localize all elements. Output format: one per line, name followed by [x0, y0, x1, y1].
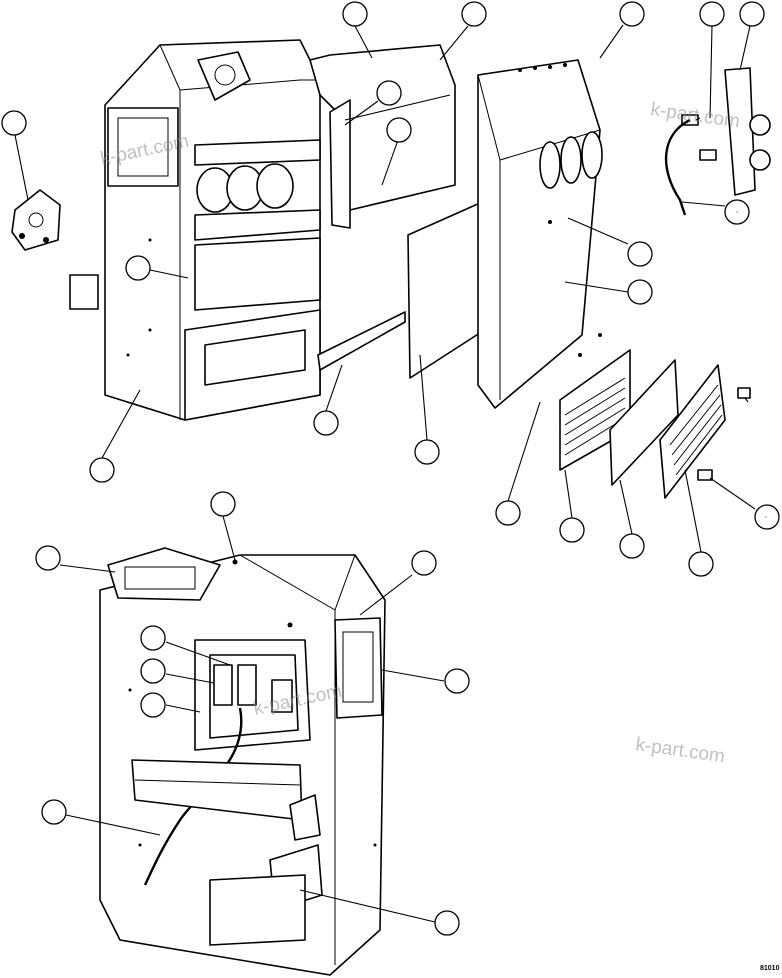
- callout-bubble: [376, 80, 402, 106]
- callout-bubble: [627, 241, 653, 267]
- callout-bubble: [495, 500, 521, 526]
- callout-bubble: [125, 255, 151, 281]
- callout-bubble: [739, 1, 765, 27]
- blower-switch: [11, 189, 61, 251]
- callout-bubble: [444, 668, 470, 694]
- callout-bubble: [41, 799, 67, 825]
- callout-leaders: [14, 24, 756, 923]
- callout-bubble: [313, 410, 339, 436]
- callout-bubble: [754, 504, 780, 530]
- callout-bubble: [35, 545, 61, 571]
- front-cover: [477, 59, 603, 409]
- rear-housing-assembly: [99, 547, 386, 976]
- callout-bubble: [627, 279, 653, 305]
- callout-bubble: [140, 692, 166, 718]
- callout-bubble: [414, 439, 440, 465]
- drawing-number: 81010: [760, 965, 780, 972]
- callout-bubble: [559, 517, 585, 543]
- callout-bubble: [89, 457, 115, 483]
- filter-frame: [609, 359, 679, 486]
- knob-cap: [697, 387, 751, 481]
- callout-bubble: [140, 658, 166, 684]
- callout-bubble: [699, 1, 725, 27]
- side-panel: [309, 44, 456, 229]
- callout-bubble: [140, 625, 166, 651]
- callout-bubble: [411, 550, 437, 576]
- heater-housing-assembly: [69, 39, 321, 421]
- callout-bubble: [461, 1, 487, 27]
- callout-bubble: [210, 491, 236, 517]
- watermark: k-part.com: [634, 734, 726, 767]
- callout-bubble: [619, 1, 645, 27]
- callout-bubbles: [1, 1, 780, 936]
- trim-strip: [317, 311, 406, 371]
- mesh-screen: [659, 364, 726, 499]
- callout-bubble: [342, 1, 368, 27]
- control-switch-bracket: [664, 67, 771, 216]
- callout-bubble: [619, 533, 645, 559]
- callout-bubble: [434, 910, 460, 936]
- callout-bubble: [386, 117, 412, 143]
- callout-bubble: [1, 110, 27, 136]
- callout-bubble: [688, 551, 714, 577]
